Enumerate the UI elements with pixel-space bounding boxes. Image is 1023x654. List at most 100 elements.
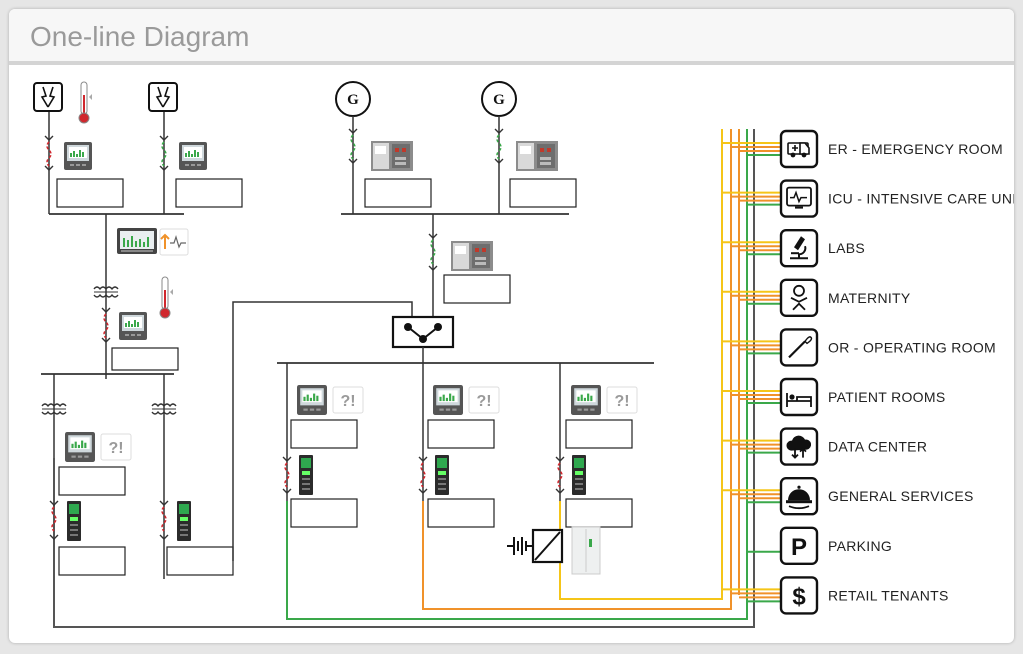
- load-item: LABS: [779, 228, 865, 268]
- value-box: [427, 498, 495, 528]
- feeder-green: [286, 129, 748, 620]
- motor-drive-icon: [435, 455, 449, 495]
- load-item: GENERAL SERVICES: [779, 477, 974, 516]
- ambulance-icon: [779, 129, 819, 169]
- utility-feed-2: [148, 82, 178, 112]
- load-item: ER - EMERGENCY ROOM: [779, 129, 1003, 169]
- load-item: ICU - INTENSIVE CARE UNIT: [779, 179, 1014, 218]
- one-line-diagram: ?! G G: [33, 81, 1014, 628]
- microscope-icon: [779, 228, 819, 268]
- feeder-orange: [422, 129, 732, 610]
- transfer-switch: [391, 315, 455, 349]
- load-label: PATIENT ROOMS: [828, 389, 945, 405]
- load-item: P PARKING: [779, 526, 892, 565]
- alarm-indicator: ?!: [100, 433, 132, 461]
- load-item: $ RETAIL TENANTS: [779, 576, 949, 615]
- svg-text:?!: ?!: [108, 440, 123, 457]
- load-taps: [722, 142, 781, 603]
- transformer-icon: [41, 403, 67, 415]
- diagram-card: One-line Diagram: [9, 9, 1014, 643]
- load-label: PARKING: [828, 538, 892, 554]
- value-box: [509, 178, 577, 208]
- load-label: DATA CENTER: [828, 439, 927, 455]
- ups-cabinet-icon: [571, 526, 601, 575]
- bed-icon: [779, 377, 819, 417]
- feeder-gray: [53, 129, 755, 628]
- load-label: LABS: [828, 240, 865, 256]
- power-meter-icon: [65, 432, 95, 462]
- value-box: [443, 274, 511, 304]
- circuit-breaker-icon: [451, 241, 493, 271]
- page-title: One-line Diagram: [30, 21, 250, 52]
- load-list: ER - EMERGENCY ROOM ICU - INTENSIVE CARE …: [779, 129, 1014, 615]
- feeder-lines: [53, 129, 755, 628]
- thermometer-icon: [159, 276, 173, 319]
- load-item: MATERNITY: [779, 278, 911, 317]
- motor-drive-icon: [177, 501, 191, 541]
- svg-text:?!: ?!: [476, 393, 491, 410]
- svg-text:?!: ?!: [614, 393, 629, 410]
- value-box: [58, 546, 126, 576]
- value-box: [111, 347, 179, 371]
- svg-text:G: G: [493, 92, 505, 108]
- parking-icon: P: [779, 526, 819, 565]
- value-box: [166, 546, 234, 576]
- dollar-icon: $: [779, 576, 819, 615]
- load-item: PATIENT ROOMS: [779, 377, 945, 417]
- generator-2: G: [481, 81, 517, 117]
- value-box: [290, 498, 358, 528]
- cloche-icon: [779, 477, 819, 516]
- value-box: [58, 466, 126, 496]
- alarm-indicator: ?!: [606, 386, 638, 414]
- generator-1: G: [335, 81, 371, 117]
- power-meter-icon: [297, 385, 327, 415]
- circuit-breaker-icon: [516, 141, 558, 171]
- load-label: OR - OPERATING ROOM: [828, 339, 996, 355]
- power-meter-icon: [433, 385, 463, 415]
- ups-battery: [507, 528, 564, 564]
- load-label: GENERAL SERVICES: [828, 488, 974, 504]
- header: One-line Diagram: [9, 9, 1014, 65]
- transformer-icon: [93, 286, 119, 298]
- value-box: [56, 178, 124, 208]
- svg-text:G: G: [347, 92, 359, 108]
- value-box: [175, 178, 243, 208]
- load-label: ER - EMERGENCY ROOM: [828, 141, 1003, 157]
- power-quality-meter-icon: [117, 228, 157, 254]
- thermometer-icon: [78, 81, 92, 124]
- value-box: [565, 498, 633, 528]
- motor-drive-icon: [299, 455, 313, 495]
- power-meter-icon: [179, 142, 207, 170]
- power-meter-icon: [119, 312, 147, 340]
- svg-text:?!: ?!: [340, 393, 355, 410]
- svg-text:P: P: [791, 534, 807, 561]
- power-meter-icon: [571, 385, 601, 415]
- load-item: OR - OPERATING ROOM: [779, 328, 996, 367]
- value-box: [290, 419, 358, 449]
- value-box: [427, 419, 495, 449]
- baby-icon: [779, 278, 819, 317]
- svg-text:$: $: [792, 583, 806, 610]
- load-label: MATERNITY: [828, 290, 911, 306]
- utility-section: ?!: [33, 81, 413, 579]
- alarm-indicator: ?!: [468, 386, 500, 414]
- distribution-feeders: ?! ?! ?!: [282, 363, 638, 575]
- surge-arrester-icon: [33, 82, 63, 112]
- generator-section: G G: [277, 81, 654, 364]
- surge-arrester-icon: [148, 82, 178, 112]
- value-box: [565, 419, 633, 449]
- load-label: RETAIL TENANTS: [828, 587, 949, 603]
- scalpel-icon: [779, 328, 819, 367]
- power-meter-icon: [64, 142, 92, 170]
- motor-drive-icon: [67, 501, 81, 541]
- load-label: ICU - INTENSIVE CARE UNIT: [828, 191, 1014, 207]
- cloud-icon: [779, 427, 819, 466]
- load-item: DATA CENTER: [779, 427, 927, 466]
- utility-feed-1: [33, 82, 63, 112]
- monitor-icon: [779, 179, 819, 218]
- alarm-indicator: ?!: [332, 386, 364, 414]
- circuit-breaker-icon: [371, 141, 413, 171]
- motor-drive-icon: [572, 455, 586, 495]
- transformer-icon: [151, 403, 177, 415]
- value-box: [364, 178, 432, 208]
